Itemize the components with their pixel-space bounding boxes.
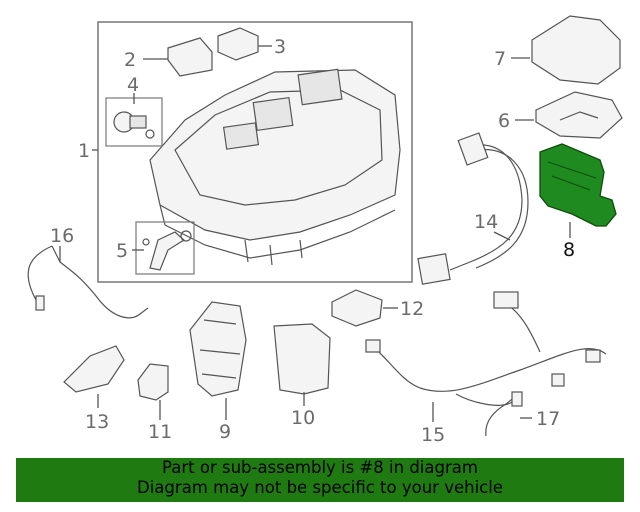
callout-5: 5 — [116, 240, 128, 262]
callout-11: 11 — [148, 421, 172, 443]
sensor-part-11[interactable] — [137, 363, 169, 401]
callout-3: 3 — [274, 36, 286, 58]
sensor-part-4[interactable] — [113, 111, 155, 139]
parts-diagram: 1 2 3 4 5 6 7 8 9 10 11 12 13 14 15 16 1… — [27, 15, 623, 446]
board-part-6[interactable] — [535, 91, 623, 139]
callout-6: 6 — [498, 110, 510, 132]
module-part-12[interactable] — [331, 289, 383, 327]
banner-line-1: Part or sub-assembly is #8 in diagram — [162, 458, 478, 477]
module-part-3[interactable] — [217, 27, 259, 61]
banner-line-2: Diagram may not be specific to your vehi… — [137, 478, 503, 497]
bracket-part-13[interactable] — [63, 345, 125, 393]
callout-15: 15 — [421, 424, 445, 446]
callout-10: 10 — [291, 407, 315, 429]
cable-part-14[interactable] — [417, 132, 529, 285]
control-module-part-8[interactable] — [539, 143, 617, 227]
callout-13: 13 — [85, 411, 109, 433]
inverter-housing[interactable] — [149, 68, 401, 266]
assembly-frame — [97, 21, 413, 283]
bracket-part-2[interactable] — [167, 37, 213, 77]
leader-14 — [493, 231, 511, 241]
sensor-part-17[interactable] — [485, 391, 523, 437]
callout-9: 9 — [219, 421, 231, 443]
info-banner: Part or sub-assembly is #8 in diagram Di… — [16, 458, 624, 502]
sensor-wire-part-16[interactable] — [27, 245, 149, 319]
callout-14: 14 — [474, 211, 498, 233]
callout-2: 2 — [124, 49, 136, 71]
callout-8: 8 — [563, 239, 575, 261]
harness-part-15[interactable] — [365, 291, 607, 406]
fitting-part-5[interactable] — [142, 230, 192, 271]
unit-part-9[interactable] — [189, 301, 247, 397]
callout-1: 1 — [78, 140, 90, 162]
callout-4: 4 — [127, 74, 139, 96]
part-5-frame — [135, 221, 195, 275]
shield-part-10[interactable] — [273, 323, 331, 395]
callout-16: 16 — [50, 225, 74, 247]
callout-17: 17 — [536, 408, 560, 430]
callout-7: 7 — [494, 48, 506, 70]
cover-part-7[interactable] — [531, 15, 621, 85]
callout-12: 12 — [400, 298, 424, 320]
